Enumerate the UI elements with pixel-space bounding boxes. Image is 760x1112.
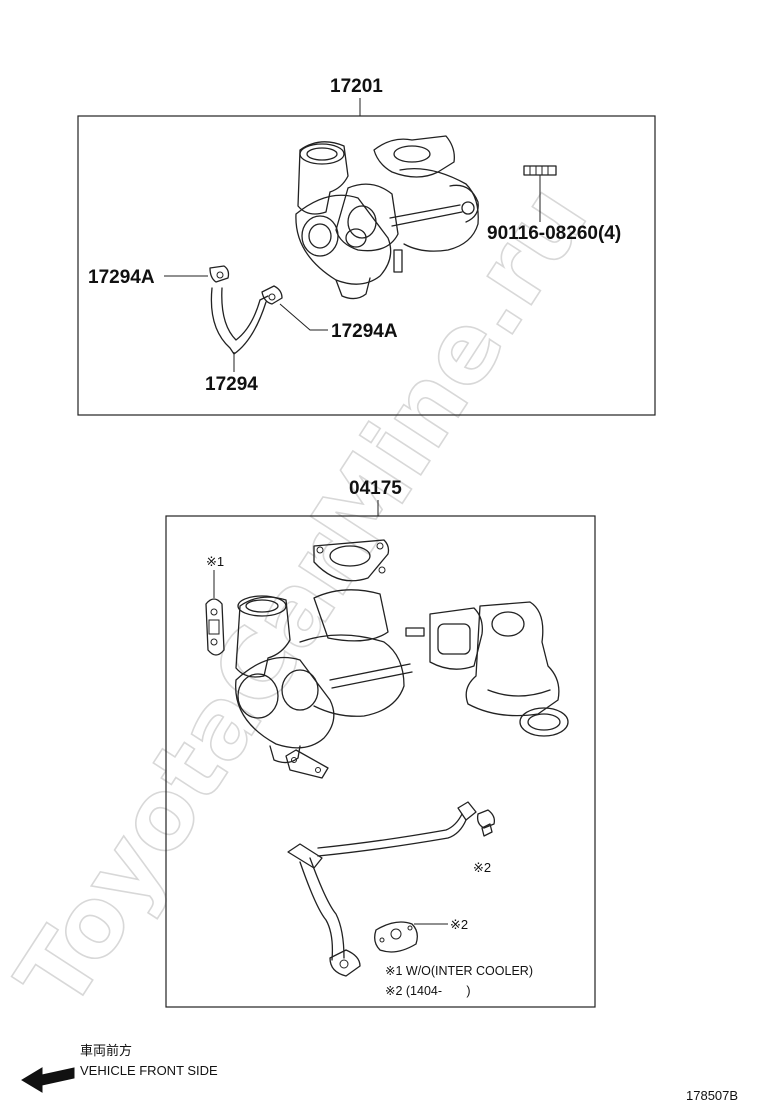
label-90116-08260[interactable]: 90116-08260(4) bbox=[487, 223, 621, 244]
vehicle-direction-indicator: 車両前方 VEHICLE FRONT SIDE bbox=[21, 1043, 218, 1093]
label-17294[interactable]: 17294 bbox=[205, 374, 258, 395]
mark-2b: ※2 bbox=[450, 917, 468, 932]
oil-outlet-gasket-icon bbox=[285, 749, 329, 779]
mark-1: ※1 bbox=[206, 554, 224, 569]
mark-2a: ※2 bbox=[473, 860, 491, 875]
label-17294A-right[interactable]: 17294A bbox=[331, 321, 398, 342]
oil-hose-icon bbox=[210, 287, 269, 355]
left-arrow-icon bbox=[21, 1067, 75, 1093]
label-17294A-left[interactable]: 17294A bbox=[88, 267, 155, 288]
stud-bolt-icon bbox=[523, 165, 557, 222]
lower-frame bbox=[165, 515, 596, 1008]
plug-icon bbox=[476, 809, 496, 837]
upper-assembly-group: 17201 bbox=[77, 76, 656, 416]
pipe-gasket-icon bbox=[374, 921, 418, 953]
vehicle-front-en: VEHICLE FRONT SIDE bbox=[80, 1063, 218, 1078]
union-fitting-left-icon bbox=[209, 265, 230, 283]
ring-gasket-icon bbox=[519, 707, 569, 737]
label-17201[interactable]: 17201 bbox=[330, 76, 383, 97]
lower-gasket-kit-group: 04175 ※1 bbox=[165, 478, 596, 1008]
leader-17294A-right bbox=[279, 303, 328, 331]
compressor-gasket-icon bbox=[205, 598, 225, 656]
vehicle-front-jp: 車両前方 bbox=[80, 1043, 132, 1058]
turbocharger-icon bbox=[295, 135, 479, 300]
figure-id: 178507B bbox=[686, 1088, 738, 1103]
label-04175[interactable]: 04175 bbox=[349, 478, 402, 499]
flange-gasket-icon bbox=[313, 539, 390, 582]
exhaust-elbow-icon bbox=[429, 601, 560, 717]
note-1: ※1 W/O(INTER COOLER) bbox=[385, 964, 533, 978]
oil-pipe-icon bbox=[287, 801, 477, 977]
upper-frame bbox=[77, 115, 656, 416]
union-fitting-right-icon bbox=[261, 285, 283, 305]
watermark: ToyotaCarMine.ru bbox=[0, 166, 609, 1028]
turbocharger-lower-icon bbox=[235, 589, 425, 764]
note-2: ※2 (1404- ) bbox=[385, 984, 471, 998]
